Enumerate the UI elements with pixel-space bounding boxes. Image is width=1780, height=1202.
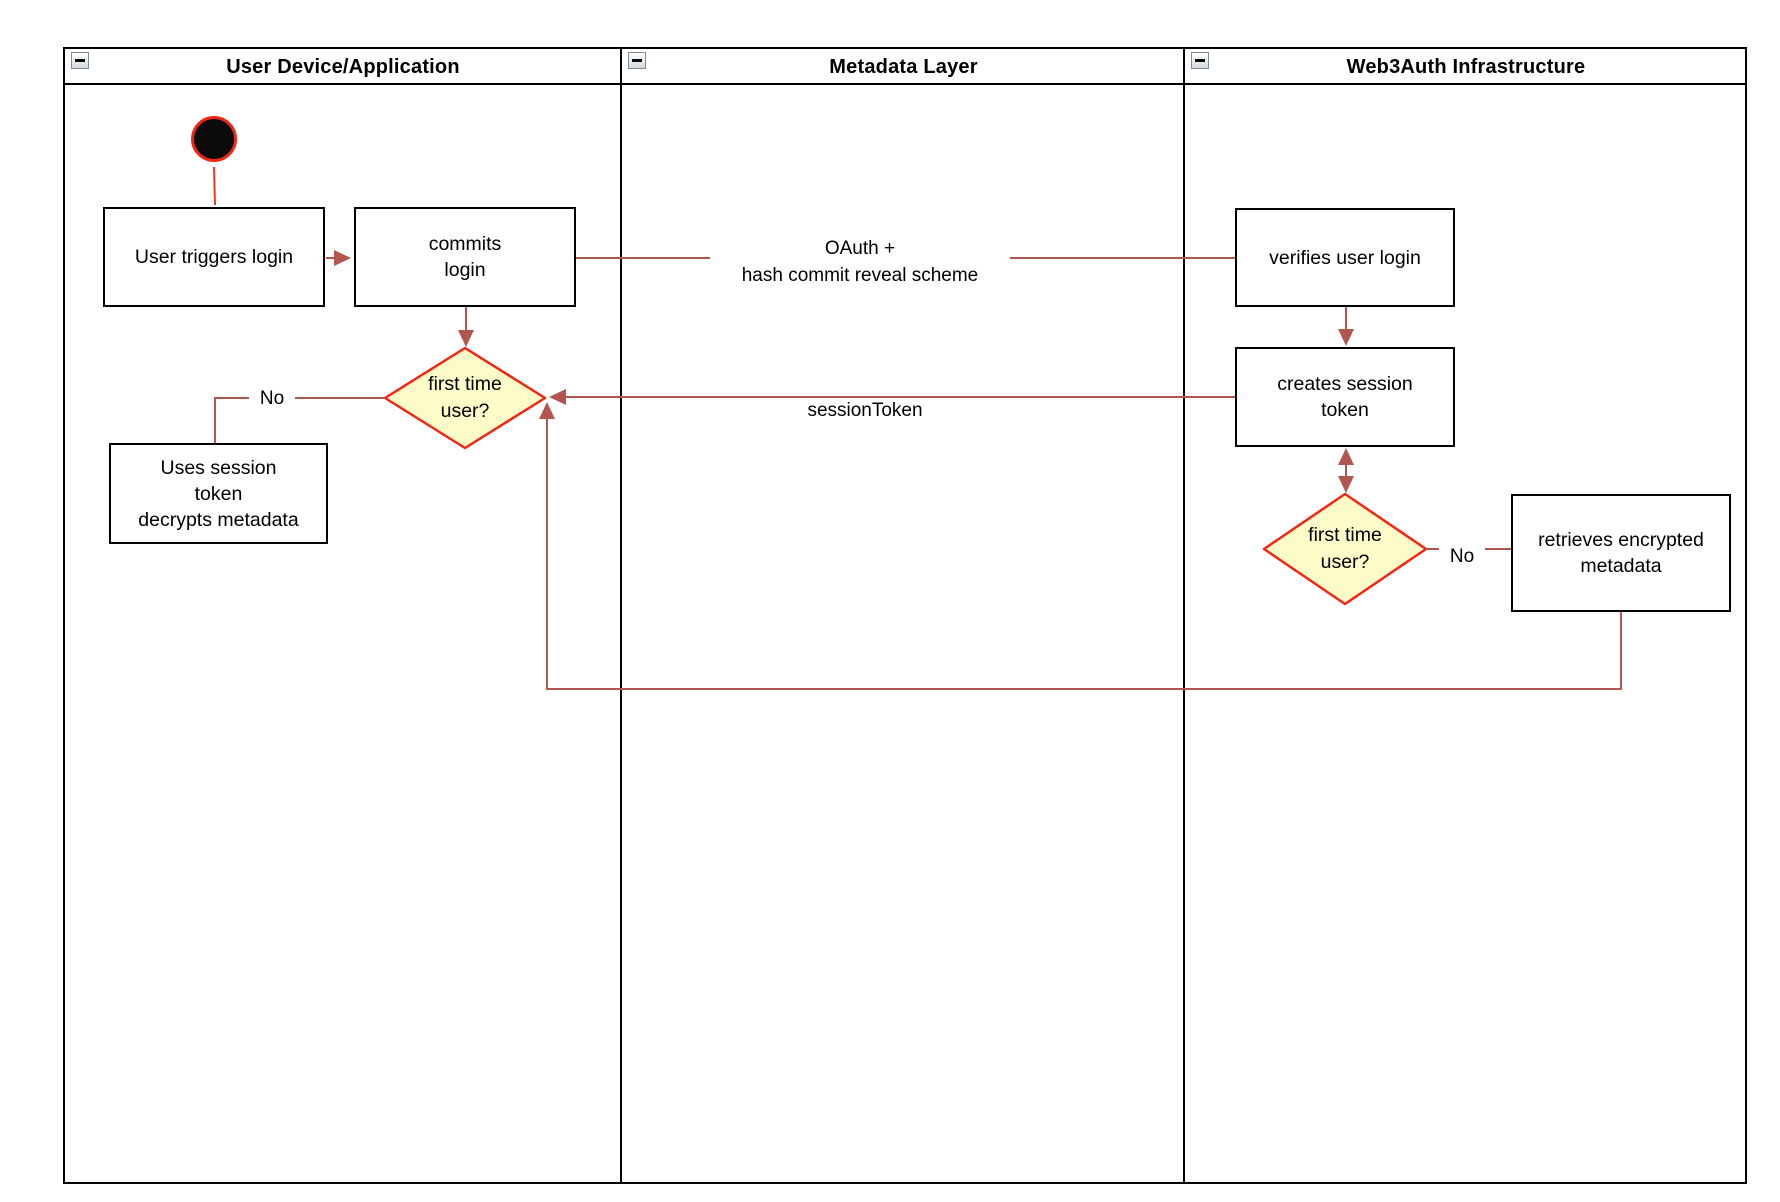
- node-user-triggers-login[interactable]: User triggers login: [103, 207, 325, 307]
- start-node[interactable]: [191, 116, 237, 162]
- lane-separator-1: [620, 47, 622, 1184]
- node-label: verifies user login: [1269, 246, 1421, 269]
- lane-title-user-device[interactable]: User Device/Application: [226, 55, 460, 78]
- node-label: retrieves encrypted metadata: [1538, 529, 1704, 577]
- minus-icon: [1195, 59, 1205, 62]
- collapse-lane-web3auth-button[interactable]: [1191, 52, 1209, 69]
- edge-label-oauth[interactable]: OAuth + hash commit reveal scheme: [710, 235, 1010, 289]
- node-label: commits login: [428, 233, 502, 281]
- node-label: Uses session token decrypts metadata: [138, 456, 299, 531]
- node-verifies-user-login[interactable]: verifies user login: [1235, 208, 1455, 307]
- lane-title-web3auth[interactable]: Web3Auth Infrastructure: [1346, 55, 1586, 78]
- swimlane-frame: [63, 47, 1747, 1184]
- decision-label-user-device: first time user?: [428, 373, 502, 422]
- collapse-lane-metadata-button[interactable]: [628, 52, 646, 69]
- edge-label-no-user-device[interactable]: No: [249, 386, 295, 410]
- node-uses-session-token[interactable]: Uses session token decrypts metadata: [109, 443, 328, 544]
- lane-separator-2: [1183, 47, 1185, 1184]
- node-retrieves-encrypted-metadata[interactable]: retrieves encrypted metadata: [1511, 494, 1731, 612]
- edge-label-no-web3auth[interactable]: No: [1439, 544, 1485, 568]
- node-label: User triggers login: [134, 246, 294, 268]
- node-commits-login[interactable]: commits login: [354, 207, 576, 307]
- minus-icon: [632, 59, 642, 62]
- decision-label-web3auth: first time user?: [1308, 524, 1382, 573]
- edge-label-sessiontoken[interactable]: sessionToken: [807, 399, 923, 421]
- lane-title-metadata-layer[interactable]: Metadata Layer: [829, 55, 978, 78]
- collapse-lane-user-device-button[interactable]: [71, 52, 89, 69]
- minus-icon: [75, 59, 85, 62]
- node-label: creates session token: [1277, 373, 1413, 421]
- node-creates-session-token[interactable]: creates session token: [1235, 347, 1455, 447]
- lane-header-separator: [63, 83, 1747, 85]
